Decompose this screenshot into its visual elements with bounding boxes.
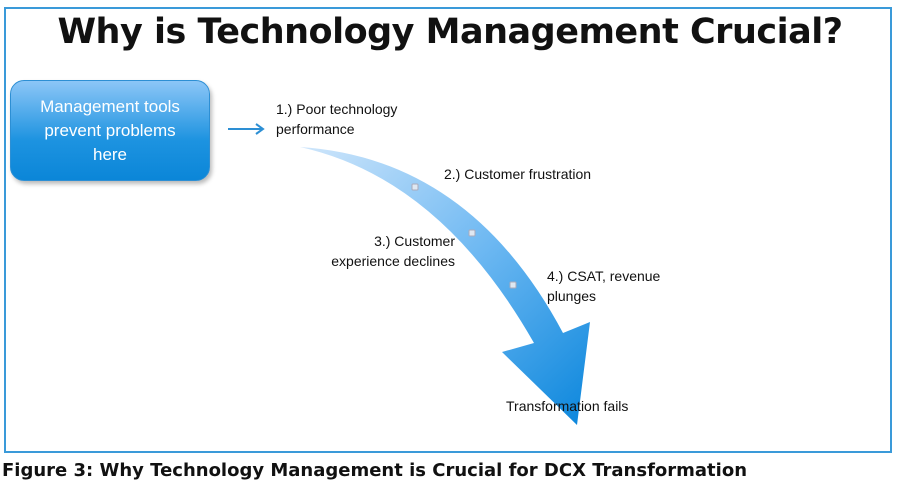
step-marker (509, 281, 517, 289)
step-1-label: 1.) Poor technology performance (276, 101, 398, 137)
step-marker (411, 183, 419, 191)
management-tools-box: Management tools prevent problems here (10, 80, 210, 181)
figure-caption: Figure 3: Why Technology Management is C… (2, 460, 748, 481)
step-4-label: 4.) CSAT, revenue plunges (547, 268, 661, 304)
diagram-title: Why is Technology Management Crucial? (57, 12, 843, 52)
diagram-frame (4, 7, 892, 453)
step-marker (468, 229, 476, 237)
step-3-label: 3.) Customer experience declines (331, 233, 455, 269)
step-2-label: 2.) Customer frustration (444, 166, 592, 182)
small-right-arrow-icon (228, 123, 265, 135)
management-tools-text: Management tools prevent problems here (40, 96, 180, 164)
decline-curved-arrow (300, 147, 590, 425)
end-label: Transformation fails (506, 398, 629, 414)
